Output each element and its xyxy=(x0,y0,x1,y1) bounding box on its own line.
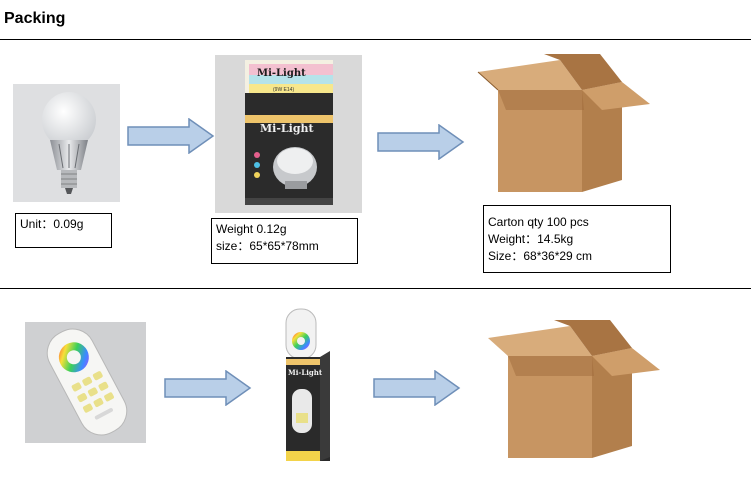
section-title: Packing xyxy=(4,10,66,27)
arrow-right-icon xyxy=(127,118,215,154)
bulb-package-photo: Mi-Light (9W E14) Mi-Light xyxy=(215,55,362,213)
carton-box-icon xyxy=(477,54,650,192)
remote-package-brand: Mi-Light xyxy=(288,368,323,377)
package-size-text: size：65*65*78mm xyxy=(216,239,319,253)
arrow-right-icon xyxy=(373,370,461,406)
carton-size-text: Size：68*36*29 cm xyxy=(488,249,593,263)
carton-qty-text: Carton qty 100 pcs xyxy=(488,215,589,229)
divider-top xyxy=(0,39,751,40)
package-brand-top: Mi-Light xyxy=(257,68,306,79)
svg-text:(9W E14): (9W E14) xyxy=(273,87,294,93)
arrow-right-icon xyxy=(377,124,465,160)
package-weight-text: Weight 0.12g xyxy=(216,222,287,236)
divider-middle xyxy=(0,288,751,289)
carton-weight-text: Weight：14.5kg xyxy=(488,232,574,246)
unit-weight-text: Unit：0.09g xyxy=(20,217,84,231)
carton-spec-label: Carton qty 100 pcs Weight：14.5kg Size：68… xyxy=(483,205,671,273)
arrow-right-icon xyxy=(164,370,252,406)
remote-package-photo: Mi-Light xyxy=(280,305,337,467)
unit-weight-label: Unit：0.09g xyxy=(15,213,112,248)
led-bulb-photo xyxy=(13,84,120,202)
package-spec-label: Weight 0.12g size：65*65*78mm xyxy=(211,218,358,264)
carton-box-icon xyxy=(488,320,660,458)
remote-control-photo xyxy=(25,322,146,443)
package-brand-front: Mi-Light xyxy=(260,122,315,135)
